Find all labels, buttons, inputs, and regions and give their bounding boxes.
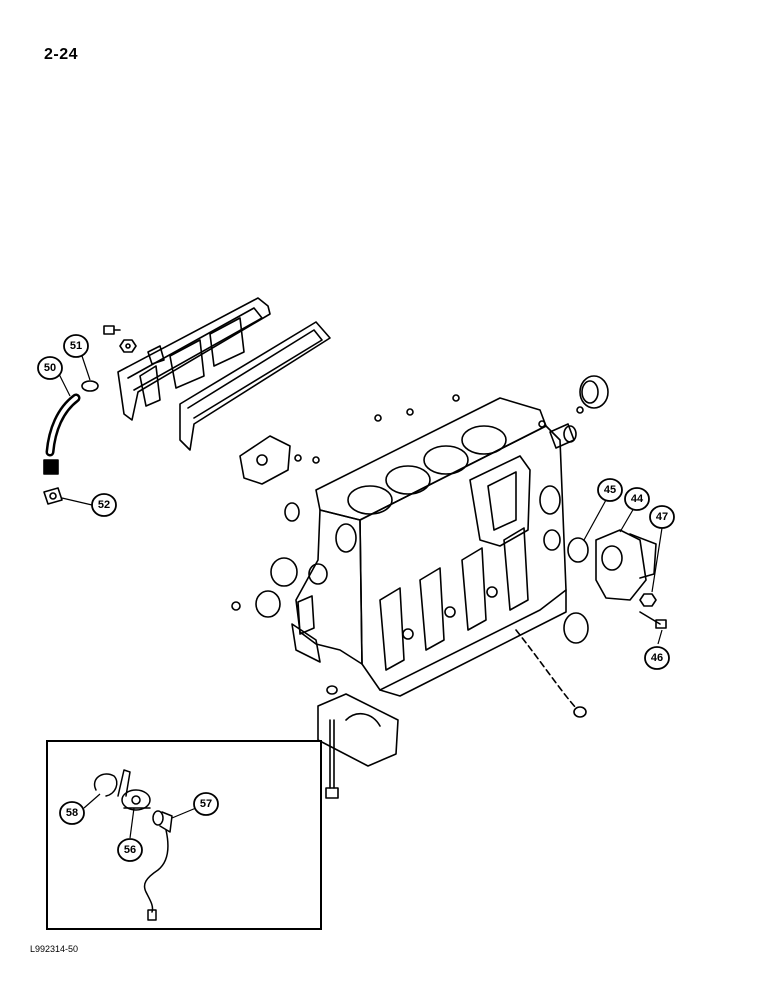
- leader-56: [129, 807, 135, 839]
- callout-circle-51: [63, 334, 89, 358]
- callout-circle-58: [59, 801, 85, 825]
- hose-fitting: [43, 487, 63, 505]
- callout-52: 52: [98, 499, 110, 511]
- snap-ring: [93, 773, 118, 797]
- cover-nut: [119, 339, 137, 353]
- callout-58: 58: [66, 807, 78, 819]
- oil-line-plug: [573, 706, 587, 718]
- callout-57: 57: [200, 798, 212, 810]
- callout-47: 47: [656, 511, 668, 523]
- inset-detail-box: [46, 740, 322, 930]
- callout-circle-46: [644, 646, 670, 670]
- cover-bolt: [103, 325, 121, 335]
- callout-circle-44: [624, 487, 650, 511]
- leader-47: [651, 527, 663, 593]
- callout-circle-47: [649, 505, 675, 529]
- leader-51: [81, 355, 91, 381]
- leader-52: [61, 497, 93, 506]
- side-cover-plate: [239, 435, 291, 485]
- camshaft-bushing: [549, 375, 609, 449]
- rear-seal: [563, 612, 589, 644]
- hose-clip: [81, 380, 99, 392]
- leader-57: [171, 807, 197, 819]
- thermostat-housing: [595, 529, 657, 601]
- leader-46: [657, 629, 663, 645]
- callout-circle-52: [91, 493, 117, 517]
- callout-circle-45: [597, 478, 623, 502]
- leader-44: [619, 507, 635, 533]
- breather-hose: [43, 393, 81, 475]
- valve-cover-gasket: [179, 321, 331, 451]
- leader-45: [583, 499, 607, 541]
- callout-45: 45: [604, 484, 616, 496]
- wire-harness: [143, 829, 169, 913]
- callout-46: 46: [651, 652, 663, 664]
- small-plug: [231, 394, 584, 611]
- valve-cover: [117, 297, 271, 421]
- page-number: 2-24: [44, 46, 79, 63]
- callout-56: 56: [124, 844, 136, 856]
- dashed-oil-line: [515, 629, 577, 709]
- callout-51: 51: [70, 340, 82, 352]
- callout-44: 44: [631, 493, 644, 505]
- cylinder-block: [291, 397, 567, 697]
- callout-circle-56: [117, 838, 143, 862]
- housing-bolt: [639, 611, 667, 629]
- leader-50: [57, 371, 71, 397]
- figure-code: L992314-50: [30, 944, 79, 954]
- connector-plug: [152, 810, 173, 833]
- callout-circle-57: [193, 792, 219, 816]
- leader-58: [83, 793, 101, 809]
- sensor-unit: [117, 769, 151, 811]
- callout-50: 50: [44, 362, 56, 374]
- callout-circle-50: [37, 356, 63, 380]
- main-bearing-bolt: [325, 719, 339, 799]
- o-ring: [567, 537, 589, 563]
- housing-nut: [639, 593, 657, 607]
- wire-terminal: [147, 909, 157, 921]
- expansion-plug: [255, 502, 328, 618]
